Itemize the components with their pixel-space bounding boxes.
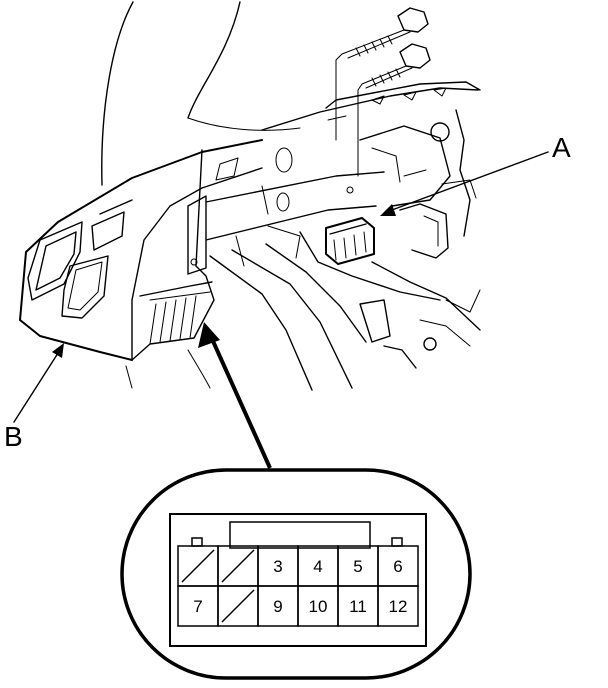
blocked-pin-slash <box>221 589 255 623</box>
connector-a-body <box>325 217 375 265</box>
blocked-pin-slash <box>181 549 215 583</box>
connector-lock-nub <box>391 537 403 547</box>
pin-number-label: 7 <box>193 597 202 616</box>
pin-number-label: 4 <box>313 557 322 576</box>
screw-upper <box>335 7 429 141</box>
callout-a: A <box>380 132 571 216</box>
pin-number-label: 9 <box>273 597 282 616</box>
detail-leader-arrow <box>198 322 272 469</box>
callout-a-label: A <box>552 132 571 163</box>
steering-column-assembly <box>101 1 481 391</box>
connector-pin-grid: 3 4 5 6 7 9 10 11 12 <box>177 537 419 627</box>
pin-number-label: 10 <box>309 597 328 616</box>
connector-face: 3 4 5 6 7 9 10 11 12 <box>169 513 427 647</box>
pin-number-label: 6 <box>393 557 402 576</box>
pin-number-label: 5 <box>353 557 362 576</box>
connector-pin-cell: 12 <box>377 585 419 627</box>
connector-lock-nub <box>191 537 203 547</box>
steering-switch-assembly <box>19 139 263 389</box>
pin-number-label: 12 <box>389 597 408 616</box>
pin-number-label: 11 <box>349 597 367 616</box>
pin-cell-outline <box>377 585 419 627</box>
blocked-pin-slash <box>221 549 255 583</box>
callout-b: B <box>4 343 64 452</box>
screw-lower <box>357 43 431 177</box>
callout-b-label: B <box>4 421 23 452</box>
pin-number-label: 3 <box>273 557 282 576</box>
